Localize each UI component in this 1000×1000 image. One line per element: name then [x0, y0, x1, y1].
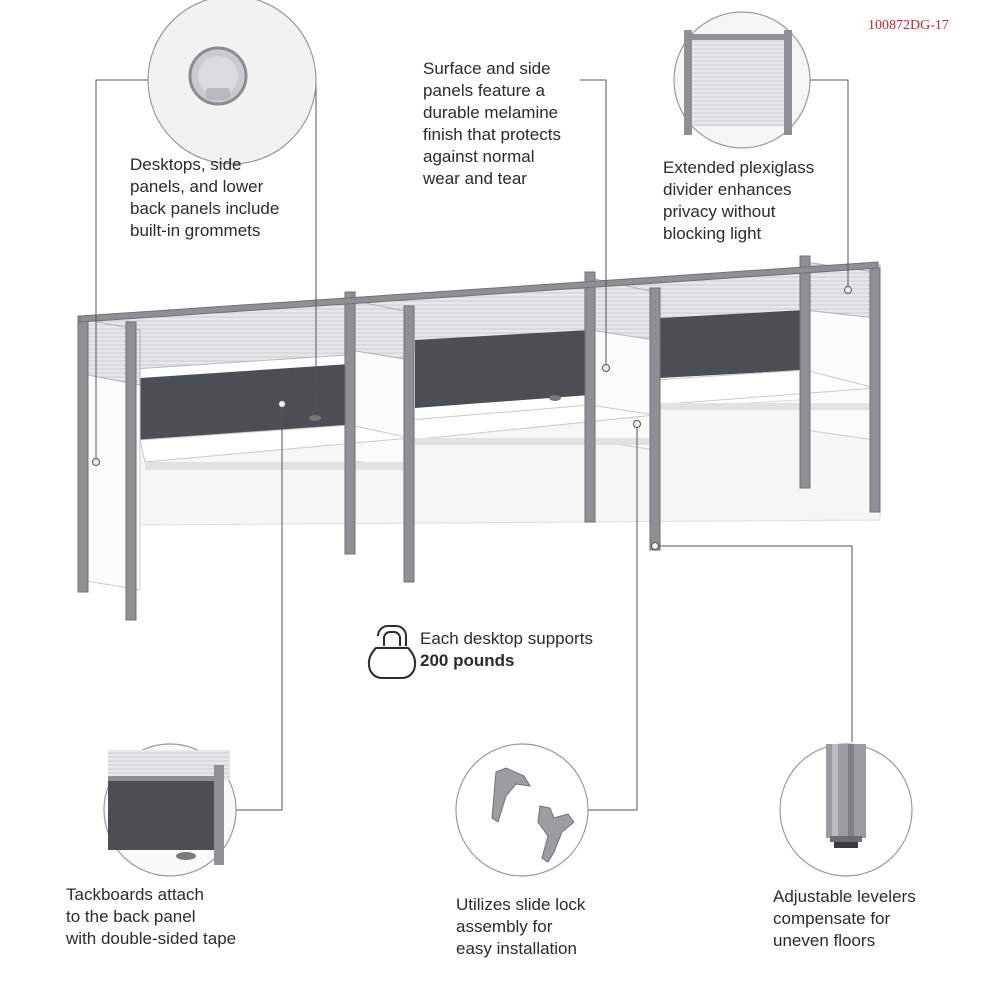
- plexiglass-caption: Extended plexiglass divider enhances pri…: [663, 158, 815, 243]
- tackboard-1: [140, 364, 350, 440]
- support-line-1: Each desktop supports: [420, 629, 593, 648]
- leveler-detail-circle: [779, 743, 913, 877]
- slide-lock-detail-circle: [455, 743, 589, 877]
- slide-lock-caption: Utilizes slide lock assembly for easy in…: [456, 895, 586, 958]
- tackboard-detail-circle: [103, 743, 237, 877]
- tackboard-2: [415, 330, 590, 408]
- weight-support-text: Each desktop supports 200 pounds: [420, 628, 593, 672]
- tackboard-3: [660, 310, 805, 378]
- grommet-caption: Desktops, side panels, and lower back pa…: [130, 155, 280, 240]
- levelers-caption: Adjustable levelers compensate for uneve…: [773, 887, 916, 950]
- workstation-illustration: [77, 255, 881, 621]
- kettlebell-icon: [367, 625, 417, 679]
- plexiglass-detail-circle: [673, 11, 811, 149]
- melamine-caption: Surface and side panels feature a durabl…: [423, 59, 561, 188]
- leader-lines: [95, 79, 853, 811]
- product-sku: 100872DG-17: [868, 18, 949, 33]
- grommet-detail-circle: [147, 0, 317, 165]
- tackboard-caption: Tackboards attach to the back panel with…: [66, 885, 237, 948]
- support-line-2: 200 pounds: [420, 651, 515, 670]
